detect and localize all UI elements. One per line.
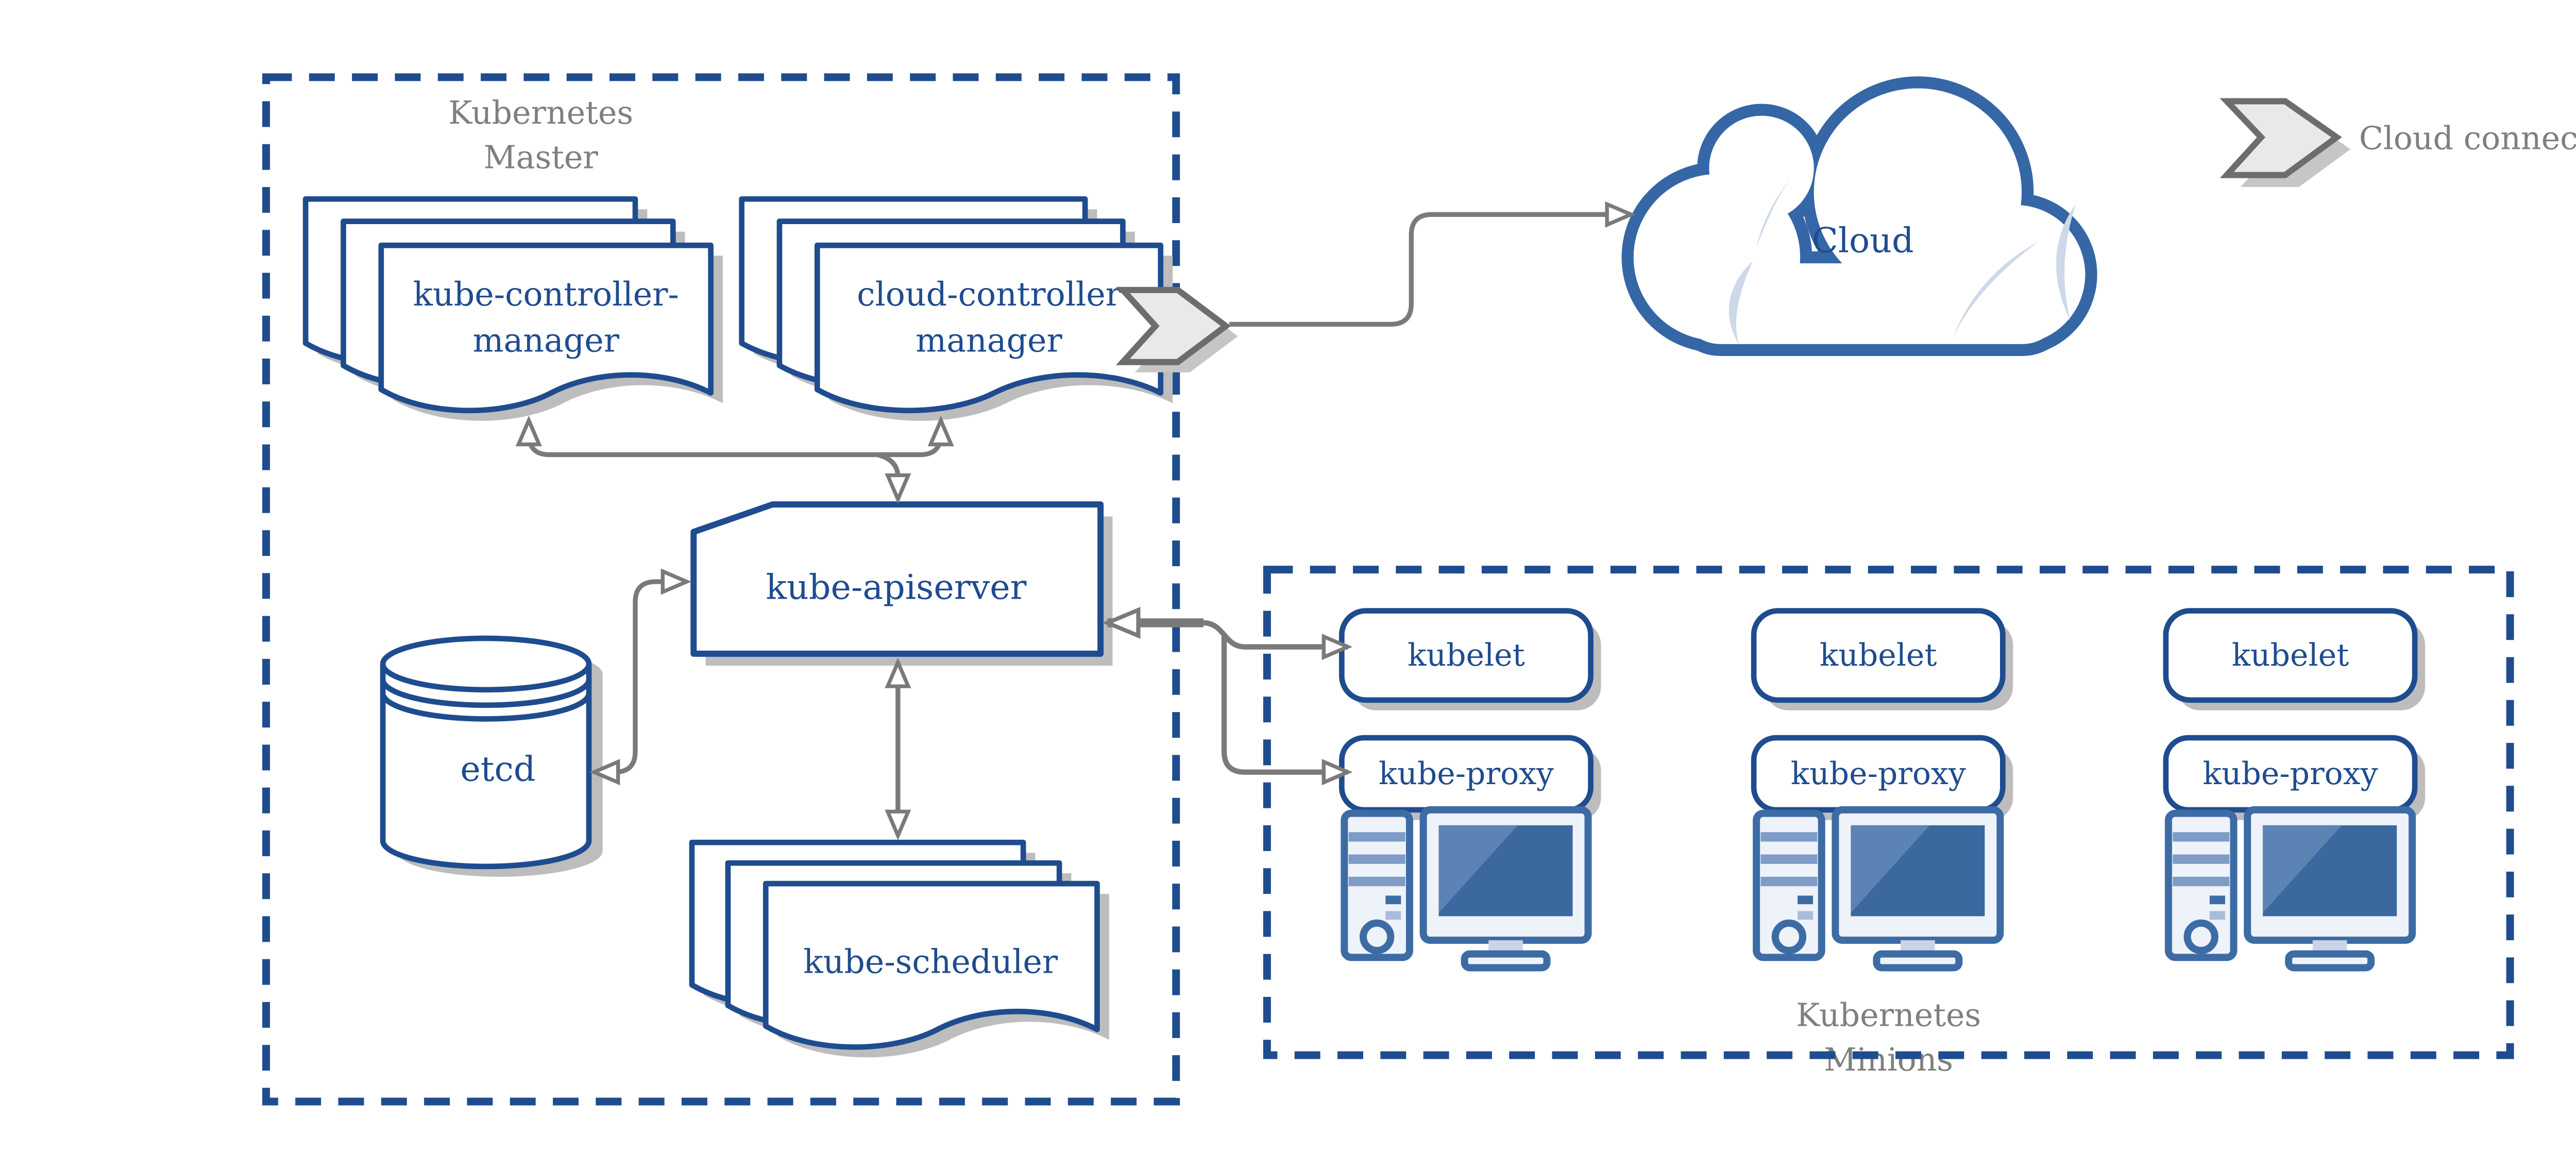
master-boundary xyxy=(262,73,1180,1106)
etcd-node: etcd xyxy=(380,635,603,877)
cloud-controller-manager-label-line1: cloud-controller xyxy=(857,275,1122,313)
cylinder-top-rim xyxy=(380,635,592,693)
etcd-label: etcd xyxy=(460,749,535,789)
kube-apiserver-node: kube-apiserver xyxy=(690,501,1113,666)
minion-node-3: kubelet kube-proxy xyxy=(2163,608,2426,968)
kube-controller-manager-label-line2: manager xyxy=(472,321,619,360)
kubelet-label: kubelet xyxy=(1820,637,1937,673)
kube-controller-manager-node: kube-controller- manager xyxy=(302,196,723,421)
chevron-right-icon xyxy=(1115,286,1231,365)
computer-icon xyxy=(1756,810,2000,968)
cloud-controller-manager-label-line2: manager xyxy=(916,321,1062,360)
kubelet-box xyxy=(1751,608,2006,703)
kube-scheduler-node: kube-scheduler xyxy=(689,839,1109,1058)
minions-label-line1: Kubernetes xyxy=(1796,997,1981,1034)
kubernetes-minions-group: Kubernetes Minions kubelet kube-proxy ku… xyxy=(1263,566,2514,1078)
arrow-apiserver-to-kube-controller xyxy=(515,415,885,457)
connectors xyxy=(515,201,1636,841)
master-label-line1: Kubernetes xyxy=(448,94,633,131)
apiserver-shape xyxy=(690,501,1104,657)
computer-icon xyxy=(2168,810,2412,968)
arrow-connector-to-cloud xyxy=(1229,201,1636,327)
minions-boundary xyxy=(1263,566,2514,1059)
cloud-fill xyxy=(1680,263,2063,344)
document-icon xyxy=(814,242,1164,414)
kubelet-label: kubelet xyxy=(2232,637,2349,673)
kubernetes-master-group: Kubernetes Master kube-controller- manag… xyxy=(262,73,1238,1106)
document-icon xyxy=(762,880,1100,1050)
cloud-connector-legend-icon xyxy=(2219,98,2342,178)
kubelet-box xyxy=(2163,608,2418,703)
kube-proxy-label: kube-proxy xyxy=(2203,756,2378,792)
arrow-controllers-to-apiserver xyxy=(876,452,911,504)
computer-icon xyxy=(1344,810,1588,968)
legend-label: Cloud connector xyxy=(2359,120,2576,157)
cloud-controller-manager-node: cloud-controller manager xyxy=(739,196,1173,421)
kube-controller-manager-label-line1: kube-controller- xyxy=(413,275,679,313)
minion-node-1: kubelet kube-proxy xyxy=(1338,608,1601,968)
cylinder-ring xyxy=(380,692,592,722)
cloud-fill xyxy=(1709,115,1814,221)
cylinder-ring xyxy=(380,679,592,708)
arrow-etcd-apiserver xyxy=(589,568,692,786)
cloud-node: Cloud xyxy=(1621,76,2097,357)
cloud-label: Cloud xyxy=(1812,221,1914,261)
arrow-apiserver-to-kube-proxy xyxy=(1221,635,1353,786)
minions-label-line2: Minions xyxy=(1824,1041,1953,1078)
kubelet-label: kubelet xyxy=(1408,637,1525,673)
cloud-connector-icon xyxy=(1115,286,1238,372)
kube-scheduler-label: kube-scheduler xyxy=(803,942,1058,980)
arrow-apiserver-to-cloud-controller xyxy=(884,415,954,457)
kube-proxy-label: kube-proxy xyxy=(1791,756,1966,792)
cloud-highlight xyxy=(1728,261,1753,345)
cloud-highlight xyxy=(2056,204,2076,321)
kube-proxy-label: kube-proxy xyxy=(1379,756,1554,792)
master-label-line2: Master xyxy=(484,139,599,176)
legend: Cloud connector xyxy=(2219,98,2576,188)
kube-apiserver-label: kube-apiserver xyxy=(766,567,1027,607)
document-icon xyxy=(378,242,714,414)
minion-node-2: kubelet kube-proxy xyxy=(1751,608,2013,968)
